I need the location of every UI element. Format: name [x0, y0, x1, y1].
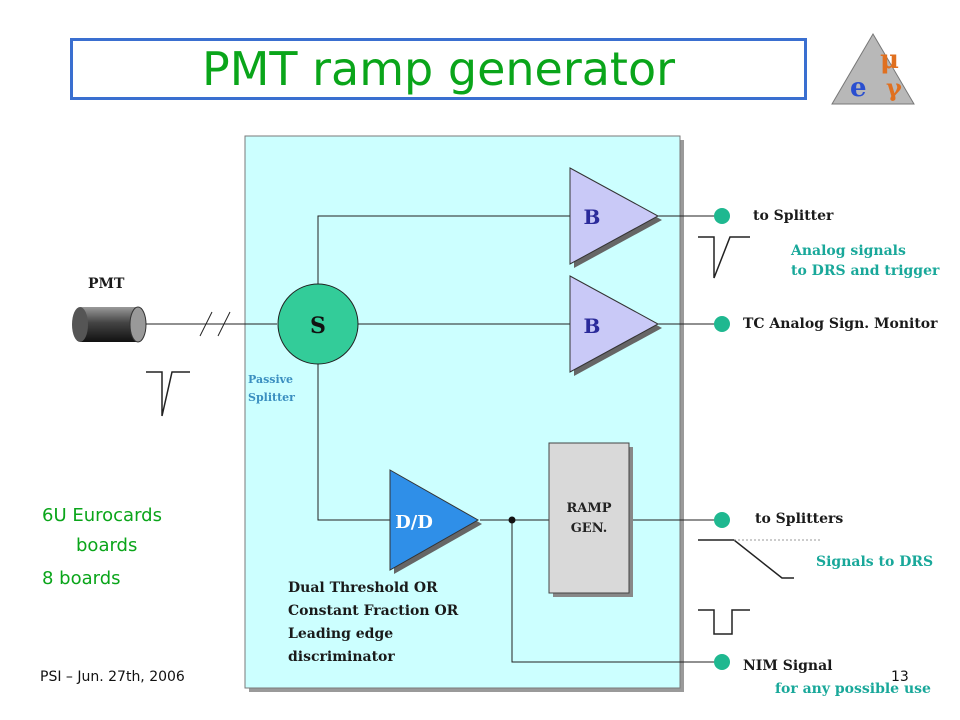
splitter-symbol: S	[310, 313, 326, 339]
discriminator-amplifier	[389, 469, 480, 571]
connector-tc-monitor	[714, 316, 730, 332]
logo-e: e	[850, 73, 867, 103]
label-tc-monitor: TC Analog Sign. Monitor	[743, 316, 938, 332]
logo-mu: μ	[880, 45, 899, 75]
nim-waveform	[698, 609, 750, 635]
ramp-generator-block	[548, 442, 630, 594]
analog-note-line1: Analog signals	[791, 243, 906, 259]
note-eurocards: 6U Eurocards	[42, 505, 162, 526]
disc-desc-line1: Dual Threshold OR	[288, 580, 438, 596]
label-nim-note: for any possible use	[775, 681, 931, 697]
footer-date: PSI – Jun. 27th, 2006	[40, 669, 185, 685]
logo-gamma: γ	[886, 73, 902, 102]
wire-to-nim	[511, 520, 720, 663]
wire-splitter-to-discriminator	[317, 364, 392, 521]
passive-splitter-node	[277, 283, 359, 365]
ramp-label-line2: GEN.	[571, 521, 608, 536]
pmt-icon	[72, 306, 147, 343]
label-signals-to-drs: Signals to DRS	[816, 554, 934, 570]
buffer-mid-label: B	[584, 314, 601, 338]
disc-desc-line4: discriminator	[288, 649, 395, 665]
note-boards: boards	[76, 535, 138, 556]
connector-to-splitters	[714, 512, 730, 528]
note-board-count: 8 boards	[42, 568, 121, 589]
page-number: 13	[891, 669, 909, 685]
ramp-label-line1: RAMP	[566, 501, 611, 516]
ramp-waveform	[698, 539, 794, 579]
junction-dot	[508, 516, 516, 524]
page-title: PMT ramp generator	[201, 42, 676, 96]
buffer-mid-amplifier	[569, 275, 660, 373]
connector-to-splitter	[714, 208, 730, 224]
label-to-splitter: to Splitter	[753, 208, 834, 224]
meg-logo: μ e γ	[831, 33, 915, 105]
cable-break-mark	[217, 311, 231, 337]
label-to-splitters: to Splitters	[755, 511, 844, 527]
disc-desc-line3: Leading edge	[288, 626, 394, 642]
logo-triangle	[831, 33, 915, 105]
connector-nim	[714, 654, 730, 670]
pmt-label: PMT	[88, 276, 125, 292]
pmt-pulse-waveform	[146, 371, 190, 417]
title-frame	[70, 38, 807, 100]
analog-note-line2: to DRS and trigger	[791, 263, 940, 279]
splitter-label-line1: Passive	[248, 373, 294, 386]
cable-break-mark	[199, 311, 213, 337]
buffer-top-label: B	[584, 205, 601, 229]
wire-splitter-to-buffer-top	[317, 215, 572, 284]
splitter-label-line2: Splitter	[248, 391, 295, 404]
disc-desc-line2: Constant Fraction OR	[288, 603, 459, 619]
analog-waveform	[698, 236, 750, 279]
label-nim-signal: NIM Signal	[743, 658, 833, 674]
discriminator-label: D/D	[395, 512, 433, 533]
buffer-top-amplifier	[569, 167, 660, 265]
